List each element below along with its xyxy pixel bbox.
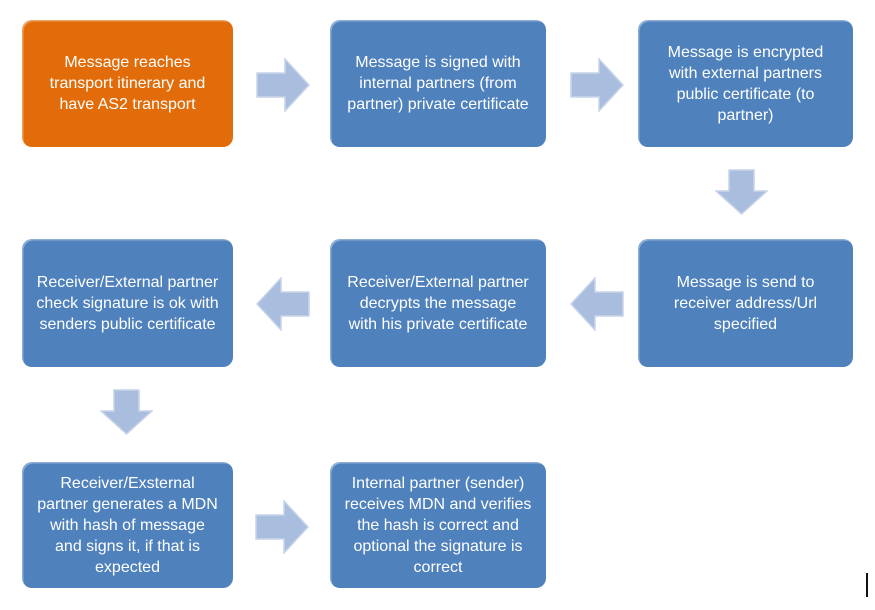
arrow-down-icon [100, 389, 153, 435]
flow-step-3-box: Message is encrypted with external partn… [638, 20, 853, 147]
arrow-left-icon [570, 277, 624, 331]
flow-step-6-label: Receiver/External partner check signatur… [36, 273, 219, 333]
flow-step-7-box: Receiver/Exsternal partner generates a M… [22, 462, 233, 588]
flow-step-5-box: Receiver/External partner decrypts the m… [330, 239, 546, 367]
flow-step-5-label: Receiver/External partner decrypts the m… [347, 273, 529, 333]
flow-step-3-label: Message is encrypted with external partn… [667, 43, 824, 124]
flow-step-4-label: Message is send to receiver address/Url … [673, 273, 818, 333]
arrow-right-icon [255, 500, 309, 554]
stray-vertical-line [866, 573, 868, 597]
arrow-left-icon [256, 277, 310, 331]
arrow-right-icon [570, 58, 624, 112]
flow-step-8-box: Internal partner (sender) receives MDN a… [330, 462, 546, 588]
flow-step-1-box: Message reaches transport itinerary and … [22, 20, 233, 147]
arrow-right-icon [256, 58, 310, 112]
arrow-down-icon [715, 169, 768, 215]
flow-step-4-box: Message is send to receiver address/Url … [638, 239, 853, 367]
flow-step-8-label: Internal partner (sender) receives MDN a… [344, 474, 532, 576]
flow-step-7-label: Receiver/Exsternal partner generates a M… [37, 474, 218, 576]
flow-step-2-box: Message is signed with internal partners… [330, 20, 546, 147]
flow-step-1-label: Message reaches transport itinerary and … [49, 54, 206, 113]
flow-step-2-label: Message is signed with internal partners… [347, 54, 529, 113]
flow-step-6-box: Receiver/External partner check signatur… [22, 239, 233, 367]
